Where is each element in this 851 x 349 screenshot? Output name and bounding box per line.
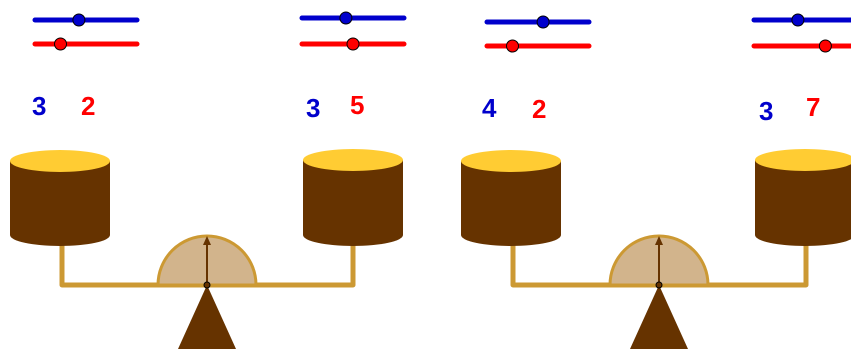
- red-slider-handle[interactable]: [506, 39, 519, 53]
- pointer-arrowhead-icon: [655, 236, 663, 245]
- blue-slider-handle[interactable]: [791, 13, 805, 27]
- pivot-point: [203, 281, 211, 289]
- fulcrum: [630, 285, 688, 349]
- red-slider-handle[interactable]: [54, 37, 67, 51]
- balance-scale-1: 3 2 3 5: [10, 11, 407, 349]
- right-pan-barrel: [755, 149, 851, 246]
- red-slider-handle[interactable]: [818, 39, 832, 53]
- balance-scale-2: 4 2 3 7: [461, 13, 851, 349]
- fulcrum: [178, 285, 236, 349]
- blue-slider-handle[interactable]: [72, 13, 86, 27]
- right-pan-sliders: [751, 13, 851, 53]
- left-pan-barrel: [10, 150, 110, 246]
- left-blue-value: 4: [482, 93, 497, 123]
- pivot-point: [655, 281, 663, 289]
- left-pan-sliders: [32, 13, 140, 51]
- blue-slider-handle[interactable]: [536, 15, 550, 29]
- left-blue-value: 3: [32, 91, 46, 121]
- right-blue-value: 3: [759, 96, 773, 126]
- left-pan-barrel: [461, 150, 561, 246]
- left-red-value: 2: [81, 91, 95, 121]
- blue-slider-handle[interactable]: [339, 11, 353, 25]
- right-red-value: 5: [350, 90, 364, 120]
- right-pan-barrel: [303, 149, 403, 246]
- red-slider-handle[interactable]: [346, 37, 360, 51]
- left-pan-sliders: [484, 15, 592, 53]
- right-pan-sliders: [299, 11, 407, 51]
- right-blue-value: 3: [306, 93, 320, 123]
- pointer-arrowhead-icon: [203, 236, 211, 245]
- right-red-value: 7: [806, 92, 820, 122]
- left-red-value: 2: [532, 94, 546, 124]
